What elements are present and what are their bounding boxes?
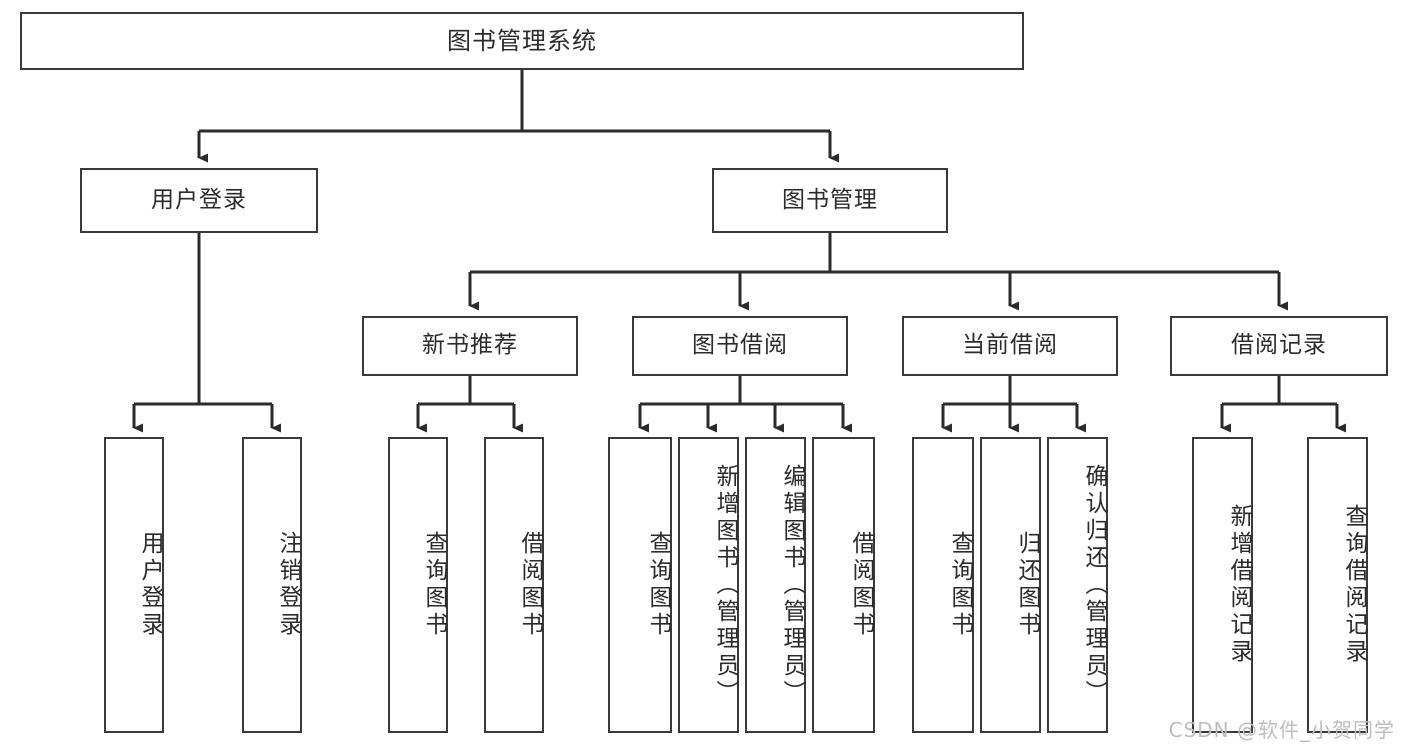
node-book-borrow[interactable]: 图书借阅 [632, 316, 848, 376]
leaf-user-login-login[interactable]: 用户登录 [104, 437, 164, 733]
node-new-book-recommend[interactable]: 新书推荐 [362, 316, 578, 376]
node-user-login[interactable]: 用户登录 [80, 168, 318, 233]
leaf-borrow-edit-book-admin[interactable]: 编辑图书（管理员） [745, 437, 806, 733]
node-book-management[interactable]: 图书管理 [712, 168, 948, 233]
watermark-csdn: CSDN @软件_小贺同学 [1168, 718, 1395, 742]
node-borrow-record[interactable]: 借阅记录 [1170, 316, 1388, 376]
leaf-current-query-book[interactable]: 查询图书 [912, 437, 974, 733]
node-current-borrow[interactable]: 当前借阅 [902, 316, 1118, 376]
leaf-recommend-query-book[interactable]: 查询图书 [388, 437, 448, 733]
node-root-system[interactable]: 图书管理系统 [20, 12, 1024, 70]
leaf-user-login-logout[interactable]: 注销登录 [242, 437, 302, 733]
leaf-recommend-borrow-book[interactable]: 借阅图书 [484, 437, 544, 733]
leaf-record-add-record[interactable]: 新增借阅记录 [1192, 437, 1253, 733]
leaf-record-query-record[interactable]: 查询借阅记录 [1307, 437, 1368, 733]
leaf-borrow-add-book-admin[interactable]: 新增图书（管理员） [678, 437, 739, 733]
leaf-current-confirm-return-admin[interactable]: 确认归还（管理员） [1047, 437, 1108, 733]
leaf-borrow-borrow-book[interactable]: 借阅图书 [812, 437, 875, 733]
leaf-current-return-book[interactable]: 归还图书 [980, 437, 1041, 733]
leaf-borrow-query-book[interactable]: 查询图书 [608, 437, 672, 733]
